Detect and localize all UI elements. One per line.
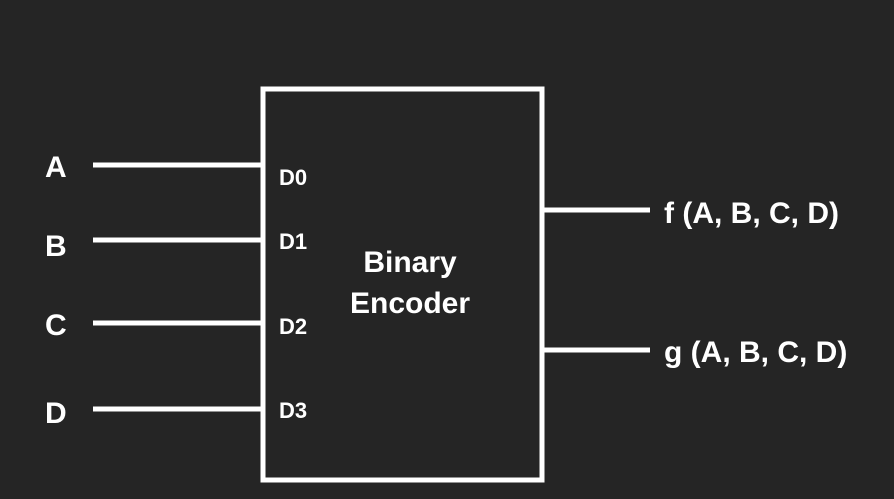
output-label-f: f (A, B, C, D): [664, 197, 839, 230]
port-label-d1: D1: [279, 229, 307, 254]
input-label-b: B: [45, 230, 67, 263]
port-label-d3: D3: [279, 398, 307, 423]
block-title-line-1: Binary: [363, 246, 457, 279]
encoder-block: [260, 86, 545, 483]
output-label-g: g (A, B, C, D): [664, 336, 847, 369]
input-label-a: A: [45, 151, 67, 184]
input-label-c: C: [45, 309, 67, 342]
port-label-d2: D2: [279, 314, 307, 339]
block-title-line-2: Encoder: [350, 287, 470, 320]
input-label-d: D: [45, 397, 67, 430]
port-label-d0: D0: [279, 165, 307, 190]
